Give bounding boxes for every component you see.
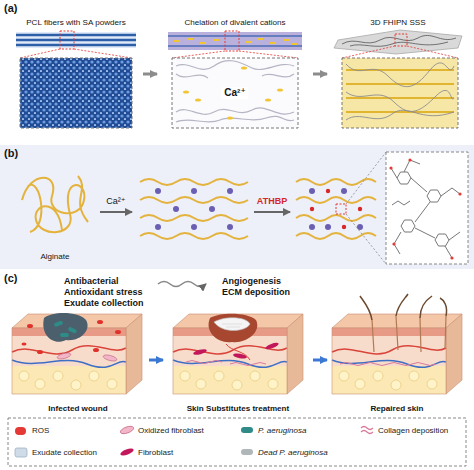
stage-panel: PCL fibers with SA powders bbox=[10, 16, 142, 132]
chelation-stage-art bbox=[168, 31, 302, 128]
wound-healing-art bbox=[12, 282, 462, 395]
fiber-stage-art bbox=[16, 31, 136, 128]
panel-letter: (a) bbox=[4, 2, 17, 15]
legend-label: Fibroblast bbox=[138, 448, 173, 458]
alginate-panel-art bbox=[0, 145, 474, 269]
annotation-label: ATHBP bbox=[252, 196, 292, 206]
panel-letter: (b) bbox=[4, 147, 18, 160]
node-label: 3D FHIPN SSS bbox=[328, 18, 468, 27]
legend-label: P. aeruginosa bbox=[258, 426, 306, 436]
annotation-label: Ca²⁺ bbox=[98, 196, 134, 206]
panel-letter: (c) bbox=[4, 272, 17, 285]
skin-block: Skin Substitutes treatment bbox=[164, 306, 312, 414]
legend-label: Collagen deposition bbox=[378, 426, 448, 436]
annotation-label: ECM deposition bbox=[222, 287, 290, 297]
annotation-label: Antibacterial bbox=[64, 276, 119, 286]
annotation-label: Exudate collection bbox=[64, 298, 144, 308]
flow-arrow bbox=[149, 359, 163, 362]
flow-arrow bbox=[143, 73, 157, 76]
node-label: Alginate bbox=[14, 252, 96, 261]
legend-label: Exudate collection bbox=[32, 448, 97, 458]
node-label: Infected wound bbox=[8, 404, 148, 413]
flow-arrow bbox=[313, 359, 327, 362]
alginate-coil: Alginate bbox=[14, 162, 96, 262]
legend-icons bbox=[8, 418, 466, 466]
panel: (b) Alginate bbox=[0, 145, 474, 269]
stage-panel: Chelation of divalent cationsCa²⁺ bbox=[158, 16, 312, 132]
sponge-stage-art bbox=[334, 30, 462, 128]
stage-panel: 3D FHIPN SSS bbox=[328, 16, 468, 132]
node-label: Ca²⁺ bbox=[221, 87, 248, 99]
skin-block: Repaired skin bbox=[328, 306, 466, 414]
node-label: PCL fibers with SA powders bbox=[10, 18, 142, 27]
skin-block: Infected wound bbox=[8, 306, 148, 414]
annotation-label: Angiogenesis bbox=[222, 276, 281, 286]
legend-swatch bbox=[15, 427, 26, 435]
legend-label: ROS bbox=[32, 426, 49, 436]
panel: (a) PCL fibers with SA powders Chelation o… bbox=[0, 0, 474, 144]
node-label: Repaired skin bbox=[328, 404, 466, 413]
legend-label: Oxidized fibroblast bbox=[138, 426, 204, 436]
node-label: Skin Substitutes treatment bbox=[164, 404, 312, 413]
zoom-box: Ca²⁺ bbox=[172, 58, 298, 128]
node-label: Chelation of divalent cations bbox=[158, 18, 312, 27]
flow-arrow bbox=[313, 73, 327, 76]
legend-label: Dead P. aeruginosa bbox=[258, 448, 328, 458]
annotation-label: Antioxidant stress bbox=[64, 287, 143, 297]
